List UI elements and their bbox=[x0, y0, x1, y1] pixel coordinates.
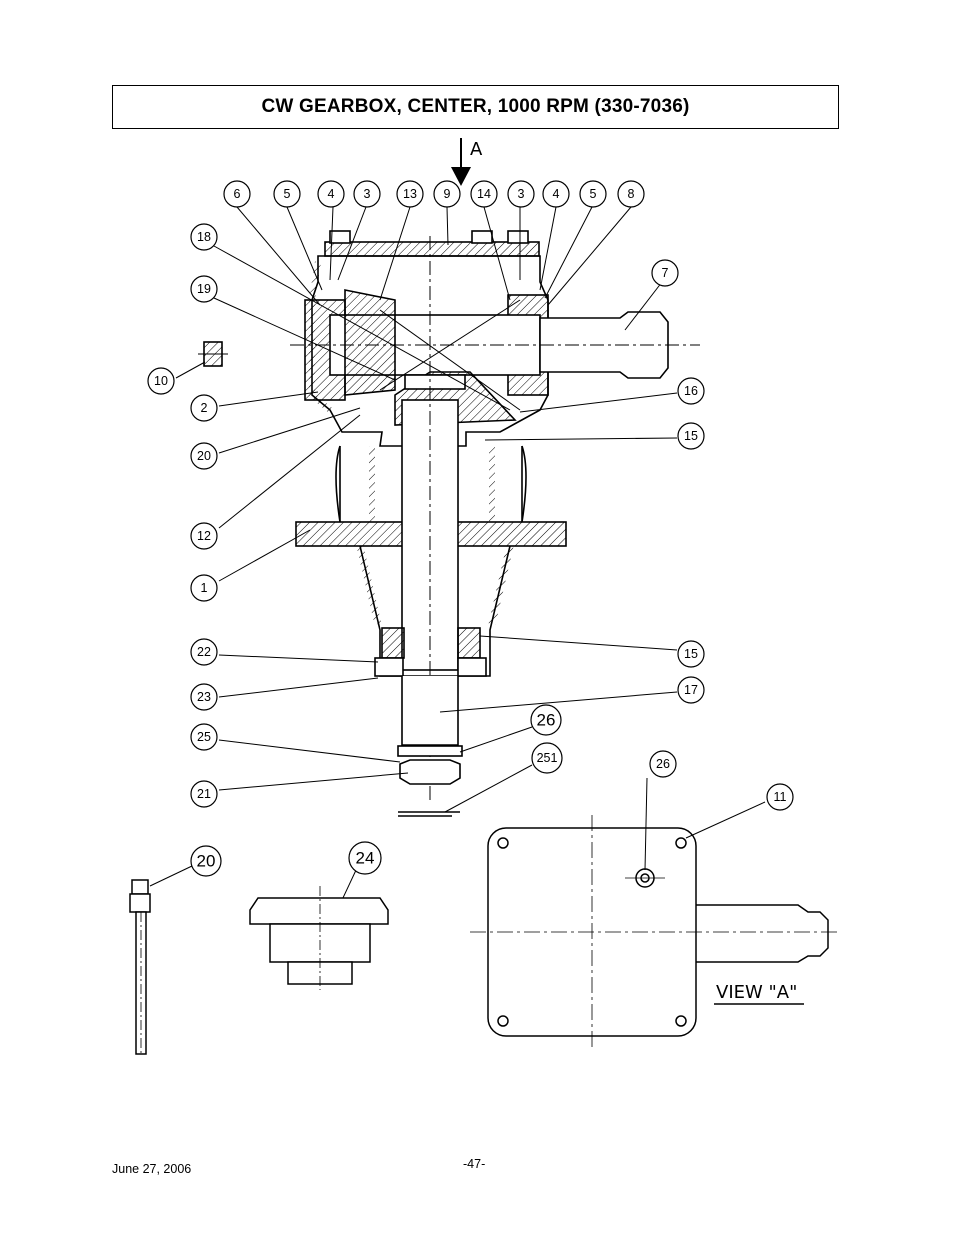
callout-15: 15 bbox=[684, 647, 698, 661]
callout-251: 251 bbox=[537, 751, 558, 765]
callout-leaders bbox=[149, 206, 766, 901]
callout-5: 5 bbox=[284, 187, 291, 201]
callout-circle bbox=[649, 750, 677, 778]
callout-16: 16 bbox=[684, 384, 698, 398]
view-arrow-label: A bbox=[470, 139, 483, 160]
callout-circle bbox=[617, 180, 645, 208]
callout-circle bbox=[190, 275, 218, 303]
callout-circle bbox=[677, 422, 705, 450]
callout-circle bbox=[530, 704, 562, 736]
callout-circle bbox=[190, 442, 218, 470]
callout-circle bbox=[531, 742, 563, 774]
callout-circle bbox=[507, 180, 535, 208]
callout-circle bbox=[766, 783, 794, 811]
callout-circle bbox=[190, 394, 218, 422]
callout-24: 24 bbox=[356, 849, 375, 868]
callout-2: 2 bbox=[201, 401, 208, 415]
callout-20: 20 bbox=[197, 852, 216, 871]
footer-page-number: -47- bbox=[463, 1157, 486, 1171]
callout-8: 8 bbox=[628, 187, 635, 201]
callout-23: 23 bbox=[197, 690, 211, 704]
page-title: CW GEARBOX, CENTER, 1000 RPM (330-7036) bbox=[261, 96, 690, 117]
callout-circle bbox=[223, 180, 251, 208]
callout-circle bbox=[579, 180, 607, 208]
callout-9: 9 bbox=[444, 187, 451, 201]
callout-circle bbox=[348, 841, 382, 875]
callout-circle bbox=[190, 845, 222, 877]
callout-4: 4 bbox=[553, 187, 560, 201]
view-a-arrow: A bbox=[451, 138, 483, 186]
callout-circle bbox=[353, 180, 381, 208]
callout-11: 11 bbox=[774, 790, 787, 804]
part-24-cap bbox=[249, 886, 389, 990]
callout-3: 3 bbox=[518, 187, 525, 201]
callout-labels: 6 5 4 3 13 9 14 3 4 5 8 18 19 7 10 2 16 … bbox=[154, 187, 786, 871]
callout-circle bbox=[677, 676, 705, 704]
gearbox-housing bbox=[198, 230, 700, 817]
callout-26: 26 bbox=[537, 711, 556, 730]
callout-circle bbox=[542, 180, 570, 208]
callout-circle bbox=[190, 522, 218, 550]
callout-circle bbox=[396, 180, 424, 208]
callout-10: 10 bbox=[154, 374, 168, 388]
callout-12: 12 bbox=[197, 529, 211, 543]
callout-5: 5 bbox=[590, 187, 597, 201]
callout-circle bbox=[190, 574, 218, 602]
callout-circle bbox=[190, 723, 218, 751]
callout-14: 14 bbox=[477, 187, 491, 201]
callout-19: 19 bbox=[197, 282, 211, 296]
callout-circle bbox=[470, 180, 498, 208]
page-title-box: CW GEARBOX, CENTER, 1000 RPM (330-7036) bbox=[112, 85, 839, 129]
callout-circle bbox=[147, 367, 175, 395]
callout-circle bbox=[190, 223, 218, 251]
part-20-tube bbox=[129, 879, 151, 1055]
callout-circle bbox=[190, 638, 218, 666]
callout-6: 6 bbox=[234, 187, 241, 201]
view-a-label: VIEW "A" bbox=[716, 982, 797, 1003]
callout-circle bbox=[651, 259, 679, 287]
callout-circle bbox=[317, 180, 345, 208]
callout-circle bbox=[273, 180, 301, 208]
callout-circle bbox=[677, 377, 705, 405]
callout-17: 17 bbox=[684, 683, 698, 697]
callout-21: 21 bbox=[197, 787, 211, 801]
callout-1: 1 bbox=[201, 581, 208, 595]
callout-circle bbox=[433, 180, 461, 208]
callout-15: 15 bbox=[684, 429, 698, 443]
callout-20: 20 bbox=[197, 449, 211, 463]
callout-18: 18 bbox=[197, 230, 211, 244]
callout-22: 22 bbox=[197, 645, 211, 659]
callout-4: 4 bbox=[328, 187, 335, 201]
callout-25: 25 bbox=[197, 730, 211, 744]
callout-circle bbox=[190, 683, 218, 711]
callout-26: 26 bbox=[656, 757, 670, 771]
callout-circle bbox=[677, 640, 705, 668]
callout-circles bbox=[147, 180, 794, 877]
callout-7: 7 bbox=[662, 266, 669, 280]
footer-date: June 27, 2006 bbox=[112, 1162, 192, 1176]
callout-circle bbox=[190, 780, 218, 808]
callout-13: 13 bbox=[403, 187, 417, 201]
callout-3: 3 bbox=[364, 187, 371, 201]
view-a-top-view bbox=[470, 815, 840, 1050]
